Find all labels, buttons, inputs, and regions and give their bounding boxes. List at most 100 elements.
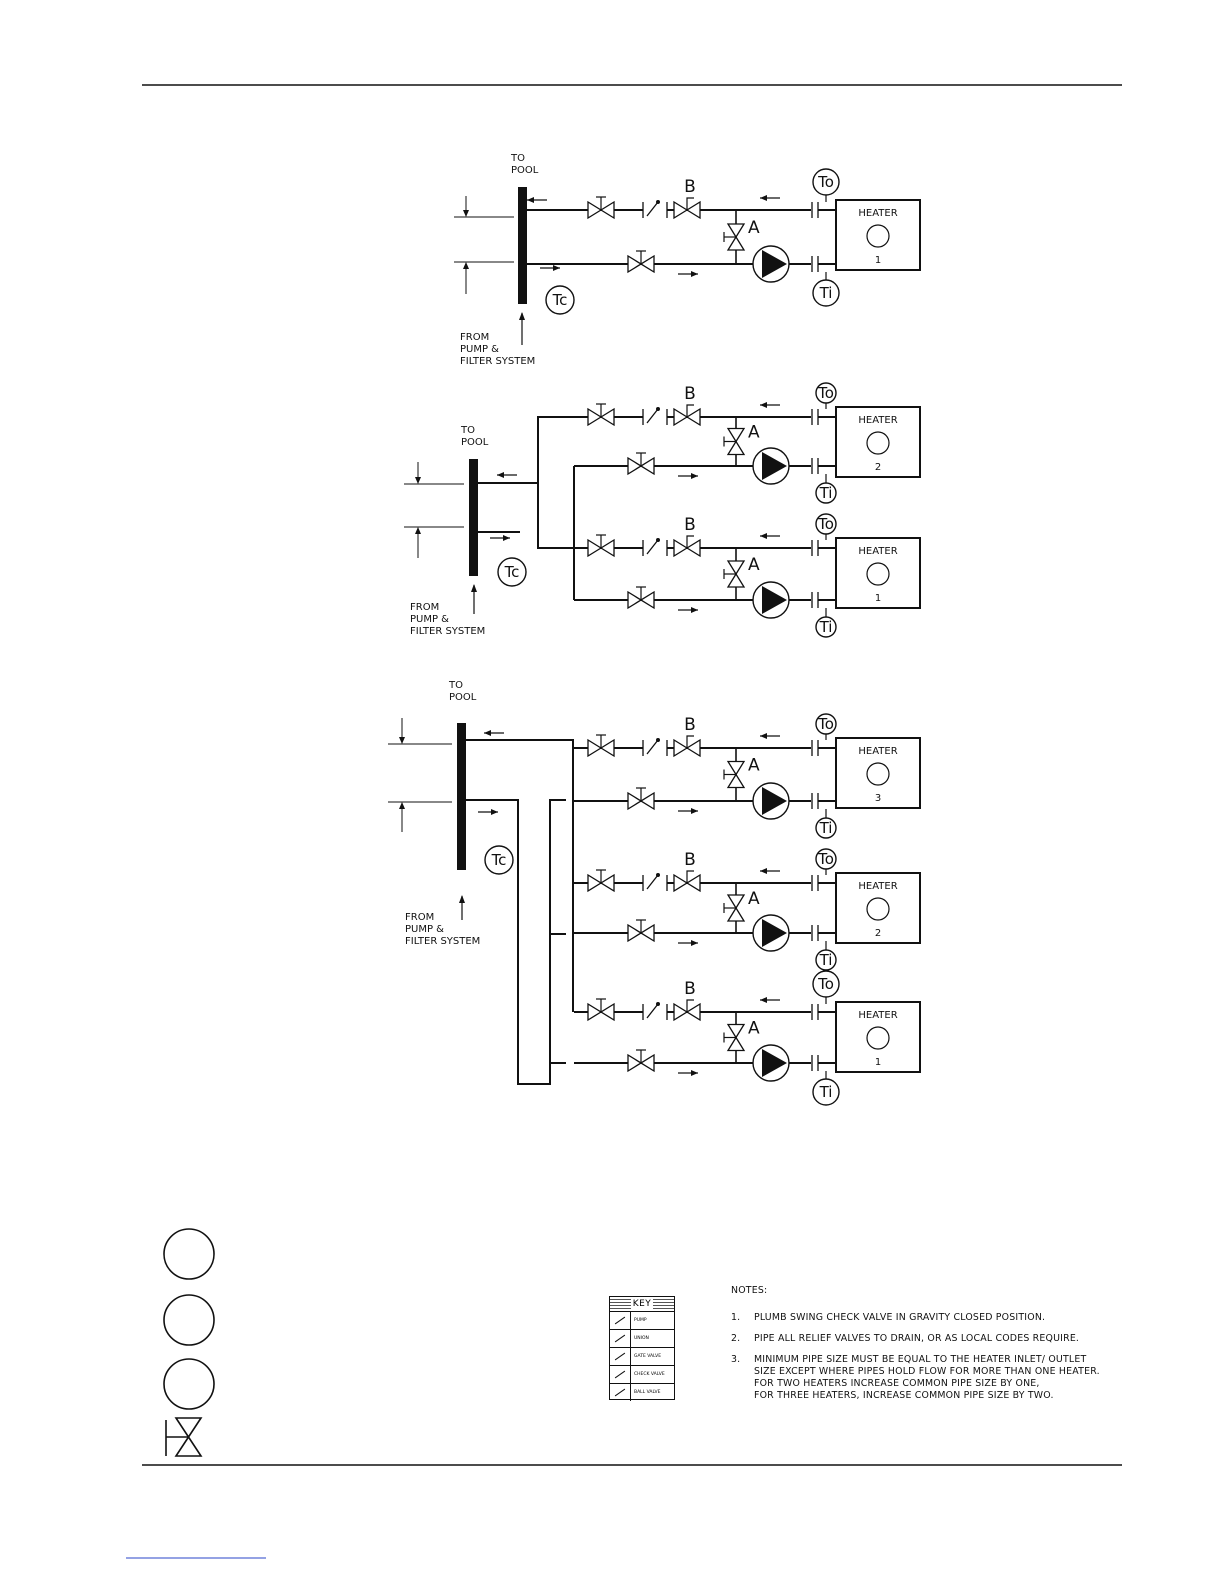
outlet-temp-sensor-label: To xyxy=(817,515,834,533)
union-icon xyxy=(811,925,819,941)
inlet-temp-sensor-label: Ti xyxy=(819,284,833,302)
swing-disc xyxy=(646,874,659,890)
valve-b-label: B xyxy=(684,515,696,535)
ball-valve-symbol-icon xyxy=(610,1384,631,1401)
gate-valve-icon xyxy=(627,452,655,476)
common-header-pipe xyxy=(457,723,466,870)
pump-impeller xyxy=(762,452,787,480)
gate-valve-icon xyxy=(587,196,615,220)
note-item: 1.PLUMB SWING CHECK VALVE IN GRAVITY CLO… xyxy=(731,1312,1046,1323)
to-pool-label: POOL xyxy=(449,692,477,703)
check-valve-icon xyxy=(642,873,668,891)
flow-arrow-head xyxy=(527,197,534,203)
notes-heading: NOTES: xyxy=(731,1285,768,1296)
common-temp-sensor xyxy=(484,845,514,875)
relief-valve-a-icon xyxy=(723,894,746,922)
inlet-temp-sensor xyxy=(812,1078,840,1106)
ball-valve-b-icon xyxy=(673,535,701,558)
heater-gauge-icon xyxy=(866,431,890,455)
pipe-line xyxy=(478,416,574,484)
inlet-temp-sensor xyxy=(815,949,837,971)
ball-valve-b-icon xyxy=(673,197,701,220)
outlet-temp-sensor xyxy=(815,848,837,870)
outlet-temp-sensor xyxy=(812,168,840,196)
check-valve-icon xyxy=(642,407,668,425)
gate-valve-icon xyxy=(627,586,655,610)
heater-number: 3 xyxy=(875,793,881,804)
inlet-temp-sensor-label: Ti xyxy=(819,819,833,837)
inlet-temp-sensor-label: Ti xyxy=(819,951,833,969)
gap xyxy=(811,463,819,469)
union-icon xyxy=(811,1055,819,1071)
inlet-temp-sensor xyxy=(815,482,837,504)
valve-handle xyxy=(686,735,694,748)
inlet-temp-sensor xyxy=(815,616,837,638)
flow-arrow-head xyxy=(760,868,767,874)
pipe-line xyxy=(537,483,574,549)
inlet-temp-sensor-label: Ti xyxy=(819,618,833,636)
hinge xyxy=(656,407,660,411)
inlet-temp-sensor xyxy=(812,279,840,307)
outlet-temp-sensor-label: To xyxy=(817,715,834,733)
gap xyxy=(811,798,819,804)
flow-arrow-head xyxy=(760,733,767,739)
union-icon xyxy=(811,740,819,756)
to-pool-label: TO xyxy=(510,153,525,164)
to-pool-label: TO xyxy=(460,425,475,436)
pump-symbol-icon xyxy=(610,1312,631,1329)
flow-arrow-head xyxy=(760,195,767,201)
pump-icon xyxy=(752,914,790,952)
flow-arrow-head xyxy=(553,265,560,271)
outlet-temp-sensor-label: To xyxy=(817,384,834,402)
notes-block: NOTES: 1.PLUMB SWING CHECK VALVE IN GRAV… xyxy=(731,1285,1171,1411)
to-pool-label: POOL xyxy=(461,437,489,448)
relief-valve-a-icon xyxy=(723,1023,746,1052)
pipe-line xyxy=(466,799,566,1085)
outlet-temp-sensor xyxy=(815,713,837,735)
flow-arrow-head xyxy=(691,808,698,814)
gap xyxy=(811,880,819,886)
valve-b-label: B xyxy=(684,177,696,197)
heater-label: HEATER xyxy=(858,881,897,892)
hinge xyxy=(656,873,660,877)
from-system-label: FILTER SYSTEM xyxy=(460,356,535,367)
flow-arrow-head xyxy=(760,997,767,1003)
gap xyxy=(811,1009,819,1015)
gap xyxy=(811,745,819,751)
gate-valve-icon xyxy=(587,734,615,758)
swing-disc xyxy=(646,408,659,424)
valve-handle xyxy=(686,404,694,417)
from-system-label: FILTER SYSTEM xyxy=(410,626,485,637)
inlet-temp-sensor-label: Ti xyxy=(819,484,833,502)
gap xyxy=(811,597,819,603)
flow-arrow-head xyxy=(497,472,504,478)
hinge xyxy=(656,738,660,742)
from-system-label: FILTER SYSTEM xyxy=(405,936,480,947)
pump-impeller xyxy=(762,250,787,278)
dimension-arrow-head xyxy=(415,527,421,534)
check-valve-icon xyxy=(642,1002,668,1020)
key-title: KEY xyxy=(610,1297,674,1312)
swing-disc xyxy=(646,539,659,555)
relief-valve-a-icon xyxy=(723,760,746,789)
valve-a-label: A xyxy=(748,423,760,443)
flow-arrow-head xyxy=(691,940,698,946)
relief-valve-a-icon xyxy=(723,427,746,456)
valve-b-label: B xyxy=(684,850,696,870)
check-valve-icon xyxy=(642,200,668,218)
outlet-temp-sensor-label: To xyxy=(817,850,834,868)
key-row-check-valve: CHECK VALVE xyxy=(610,1366,674,1384)
hinge xyxy=(656,1002,660,1006)
union-icon xyxy=(811,793,819,809)
check-valve-icon xyxy=(642,538,668,556)
heater-number: 2 xyxy=(875,462,881,473)
from-system-label: PUMP & xyxy=(405,924,444,935)
common-header-pipe xyxy=(469,459,478,576)
note-item: 2.PIPE ALL RELIEF VALVES TO DRAIN, OR AS… xyxy=(731,1333,1080,1344)
valve-a-label: A xyxy=(748,555,760,575)
pump-impeller xyxy=(762,787,787,815)
legend-circle-symbol xyxy=(163,1358,215,1410)
